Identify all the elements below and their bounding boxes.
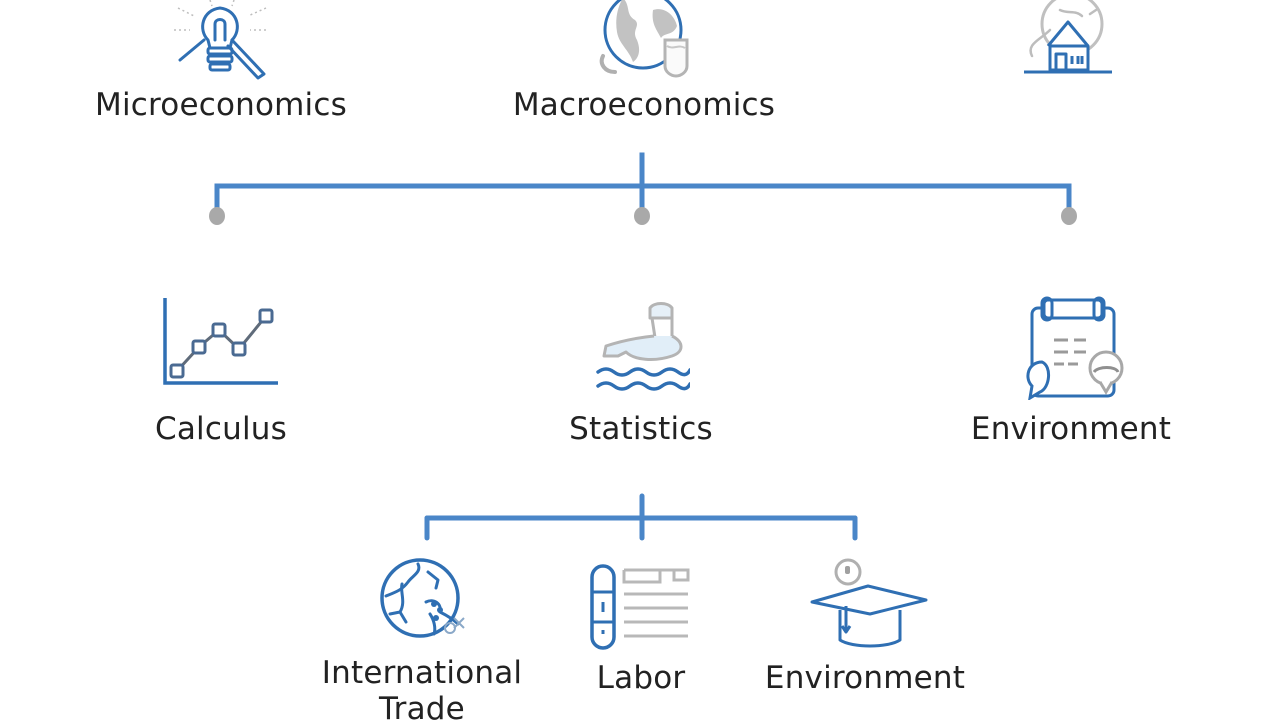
globe-shield-icon [599, 0, 689, 78]
node-microeconomics-label: Microeconomics [95, 87, 347, 123]
connector-dots [209, 207, 1077, 225]
node-international-trade-label-line1: International [321, 655, 523, 691]
swimmer-waves-icon [596, 302, 690, 391]
clipboard-people-icon [1026, 296, 1124, 400]
line-chart-icon [163, 298, 278, 385]
lightbulb-magnifier-icon [174, 0, 267, 80]
node-labor-label: Labor [596, 660, 686, 696]
node-environment-bottom-label: Environment [764, 660, 966, 696]
node-environment-middle-label: Environment [970, 411, 1172, 447]
node-international-trade-label-line2: Trade [379, 690, 465, 727]
top-connector [214, 152, 1072, 215]
node-statistics-label: Statistics [569, 411, 713, 447]
bottom-connector [424, 493, 858, 541]
globe-network-icon [380, 558, 465, 638]
document-list-icon [590, 564, 690, 650]
node-macroeconomics-label: Macroeconomics [512, 87, 776, 123]
node-international-trade-label: International Trade [321, 655, 523, 727]
graduation-cap-icon [810, 558, 928, 648]
house-globe-icon [1024, 0, 1112, 74]
node-calculus-label: Calculus [155, 411, 287, 447]
